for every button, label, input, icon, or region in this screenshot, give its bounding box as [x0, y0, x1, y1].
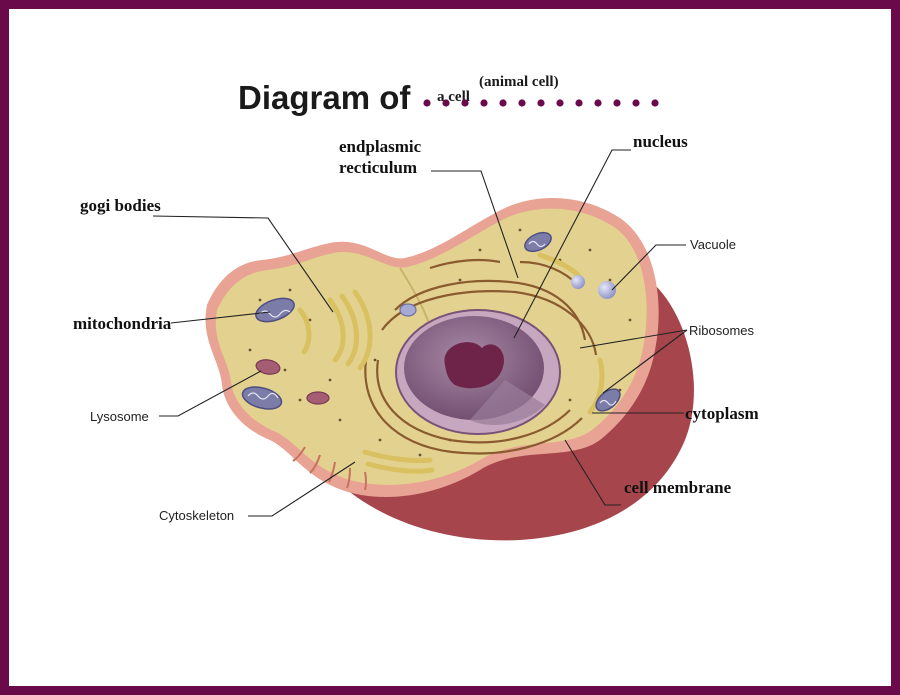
label-cytoskeleton: Cytoskeleton — [159, 508, 234, 523]
vacuole-shapes — [571, 275, 616, 299]
label-golgi-bodies: gogi bodies — [80, 196, 161, 215]
label-cytoplasm: cytoplasm — [685, 404, 759, 423]
label-endoplasmic-reticulum-line2: recticulum — [339, 158, 417, 177]
leader-lines — [152, 149, 688, 517]
nucleolus-shape — [444, 342, 504, 389]
label-lysosome: Lysosome — [90, 409, 149, 424]
lysosome-shapes — [255, 303, 417, 405]
label-ribosomes: Ribosomes — [689, 323, 755, 338]
nucleus-shape — [395, 309, 561, 435]
label-vacuole: Vacuole — [690, 237, 736, 252]
title-dotted-line — [423, 99, 659, 107]
label-endoplasmic-reticulum-line1: endplasmic — [339, 137, 422, 156]
cytoskeleton-fibers — [292, 446, 367, 491]
label-mitochondria: mitochondria — [73, 314, 172, 333]
label-cell-membrane: cell membrane — [624, 478, 732, 497]
diagram-title: Diagram of — [238, 79, 411, 116]
label-nucleus: nucleus — [633, 132, 688, 151]
title-superscript: (animal cell) — [479, 74, 559, 90]
animal-cell-illustration — [205, 197, 694, 541]
